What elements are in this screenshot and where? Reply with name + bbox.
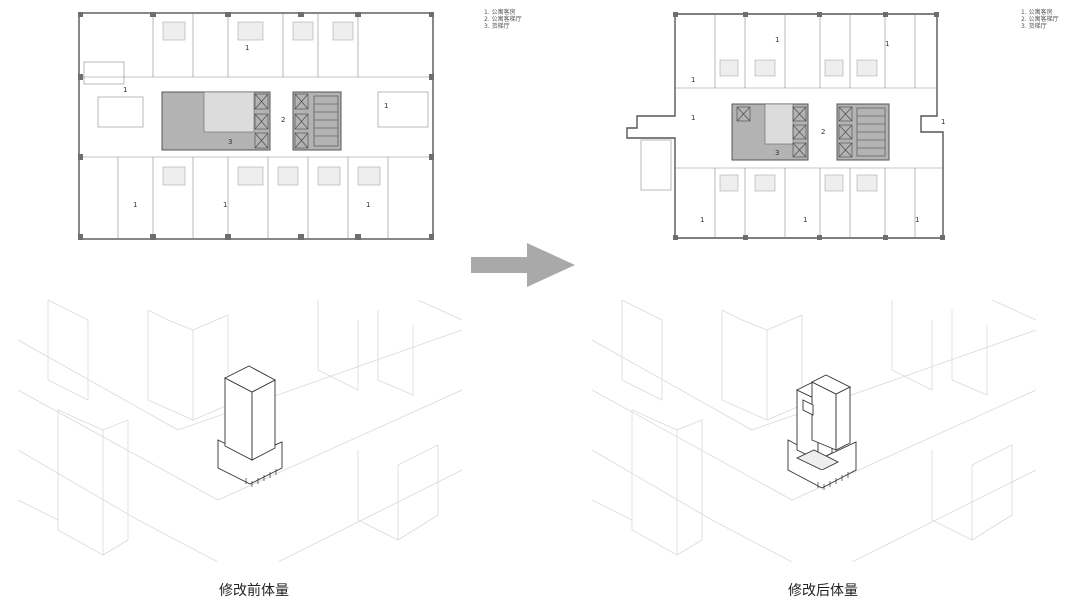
room-label: 3	[775, 149, 779, 157]
plan-before: 1 1 1 1 1 1 2 3	[78, 12, 434, 240]
plan-before-drawing: 1 1 1 1 1 1 2 3	[78, 12, 434, 240]
massing-after	[592, 300, 1036, 562]
room-label: 1	[691, 114, 695, 122]
room-label: 3	[228, 138, 232, 146]
room-label: 1	[803, 216, 807, 224]
room-label: 1	[223, 201, 227, 209]
legend-item: 1. 公寓客房	[1021, 9, 1053, 16]
legend-before: 1. 公寓客房 2. 公寓客梯厅 3. 货梯厅	[484, 9, 522, 30]
arrow-right-icon	[471, 243, 575, 287]
tower-before	[217, 365, 283, 485]
legend-after: 1. 公寓客房 2. 公寓客梯厅 3. 货梯厅	[1021, 9, 1059, 30]
room-label: 1	[775, 36, 779, 44]
room-label: 1	[885, 40, 889, 48]
legend-item: 3. 货梯厅	[484, 23, 510, 30]
legend-item: 2. 公寓客梯厅	[484, 16, 522, 23]
legend-item: 3. 货梯厅	[1021, 23, 1047, 30]
room-label: 1	[691, 76, 695, 84]
room-label: 2	[821, 128, 825, 136]
room-label: 1	[384, 102, 388, 110]
room-label: 2	[281, 116, 285, 124]
legend-item: 1. 公寓客房	[484, 9, 516, 16]
caption-after: 修改后体量	[788, 583, 858, 599]
plan-after-drawing: 1 1 1 1 1 1 1 1 2 3	[626, 12, 945, 240]
massing-before	[18, 300, 462, 562]
plan-after: 1 1 1 1 1 1 1 1 2 3	[625, 10, 945, 246]
caption-before: 修改前体量	[219, 583, 289, 599]
tower-after	[787, 374, 857, 489]
room-label: 1	[133, 201, 137, 209]
room-label: 1	[123, 86, 127, 94]
room-label: 1	[941, 118, 945, 126]
room-label: 1	[700, 216, 704, 224]
context-buildings	[592, 300, 1036, 562]
context-buildings	[18, 300, 462, 562]
room-label: 1	[366, 201, 370, 209]
legend-item: 2. 公寓客梯厅	[1021, 16, 1059, 23]
room-label: 1	[245, 44, 249, 52]
room-label: 1	[915, 216, 919, 224]
